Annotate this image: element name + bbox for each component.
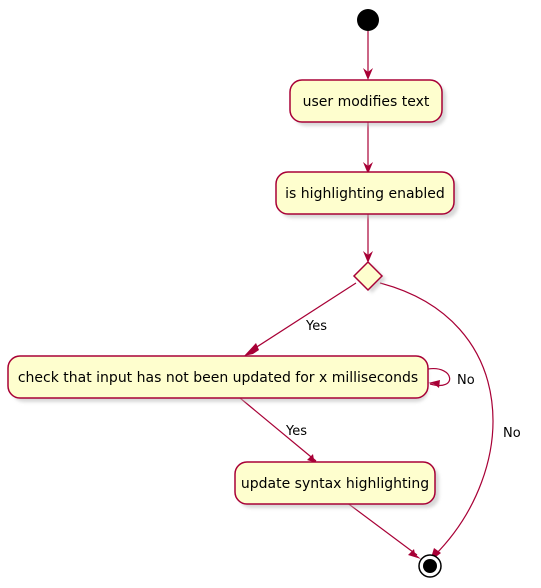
arrowhead [307, 454, 320, 464]
node-check-input [7, 355, 429, 399]
node-label-user-modifies-text: user modifies text [303, 94, 430, 110]
node-label-check-input: check that input has not been updated fo… [18, 370, 418, 386]
arrowhead [428, 380, 440, 388]
node-update-syntax-highlighting [234, 461, 436, 505]
edge-decision-yes [248, 282, 357, 353]
node-label-is-highlighting-enabled: is highlighting enabled [285, 186, 445, 202]
arrowhead [363, 251, 373, 263]
edge-label-loop-no: No [457, 373, 475, 388]
edge-label-decision-no: No [503, 426, 521, 441]
start-node [357, 9, 379, 31]
edge-label-check-yes: Yes [285, 424, 307, 439]
node-is-highlighting-enabled [275, 171, 455, 215]
edge-decision-no [379, 282, 494, 557]
node-label-update-syntax-highlighting: update syntax highlighting [241, 476, 429, 492]
node-user-modifies-text [289, 79, 443, 123]
decision-node [352, 260, 384, 292]
edge-update-to-end [345, 501, 418, 556]
edge-check-yes [239, 397, 317, 462]
arrowhead [363, 68, 373, 80]
end-node-inner [423, 559, 437, 573]
arrowhead [408, 549, 421, 559]
arrowhead [244, 343, 259, 356]
edge-label-decision-yes: Yes [305, 319, 327, 334]
arrowhead [363, 162, 373, 174]
